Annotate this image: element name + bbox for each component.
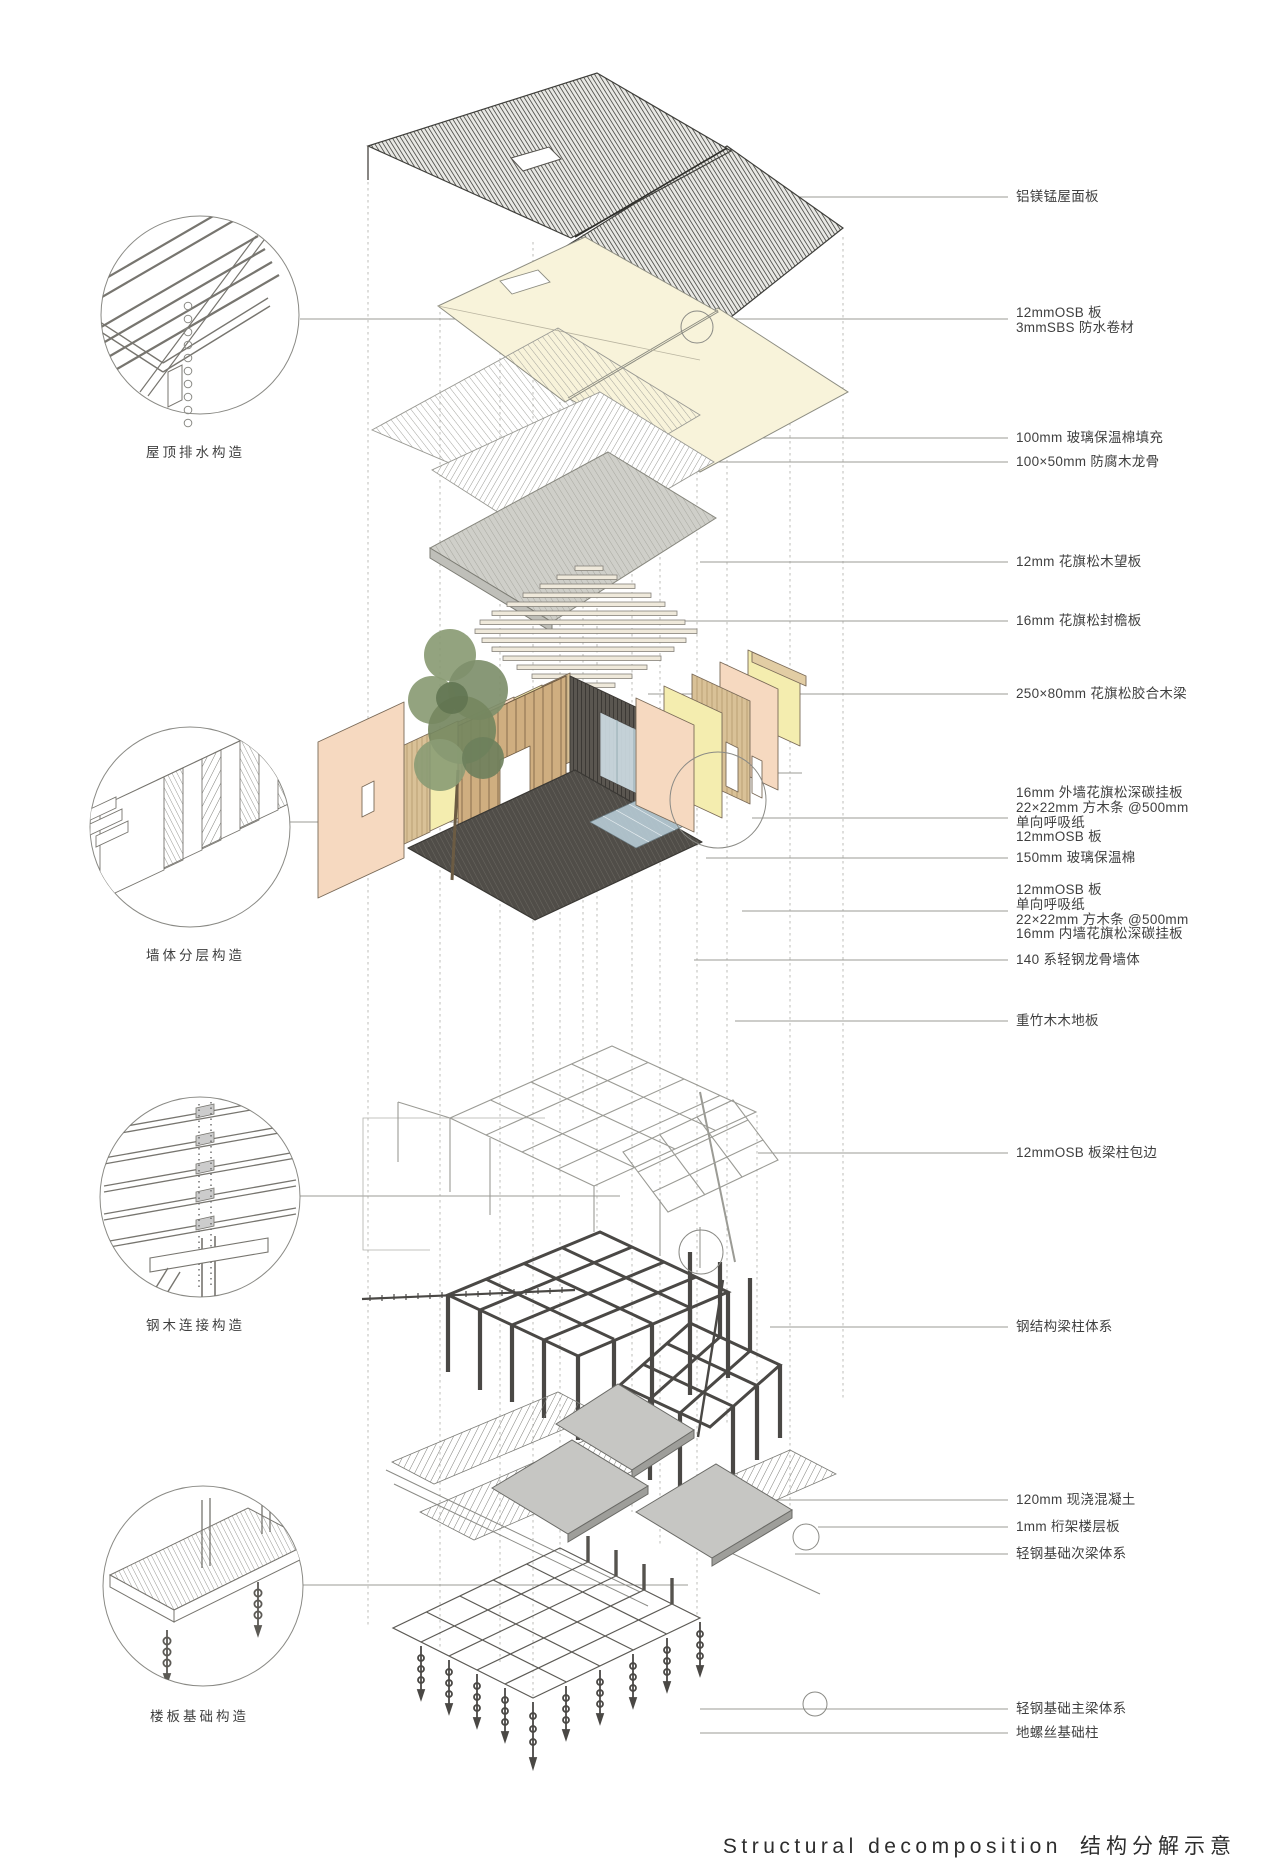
- annotation-label: 1mm 桁架楼层板: [1016, 1519, 1120, 1534]
- annotation-label: 轻钢基础次梁体系: [1016, 1546, 1127, 1561]
- annotation-label: 16mm 外墙花旗松深碳挂板 22×22mm 方木条 @500mm 单向呼吸纸 …: [1016, 785, 1189, 845]
- steel-columns: [445, 1292, 731, 1440]
- detail-callout-wall-layers: [89, 726, 291, 928]
- right-wall-panels: [635, 649, 807, 833]
- annotation-label: 100×50mm 防腐木龙骨: [1016, 454, 1160, 469]
- roof-skylight-opening: [510, 146, 562, 172]
- floor-slab-layer: [385, 1383, 837, 1607]
- annotation-label: 重竹木木地板: [1016, 1013, 1099, 1028]
- callout-label-wall-layers: 墙体分层构造: [146, 948, 245, 963]
- callout-label-floor-foundation: 楼板基础构造: [150, 1709, 249, 1724]
- annotation-label: 150mm 玻璃保温棉: [1016, 850, 1136, 865]
- foundation-main-beam-grid: [391, 1547, 702, 1699]
- house-level: [317, 629, 807, 921]
- glulam-beam-layer: [474, 565, 698, 697]
- osb-beam-column-wrap-layer: [397, 1045, 779, 1268]
- annotation-label: 12mm 花旗松木望板: [1016, 554, 1142, 569]
- detail-marker-circles: [669, 310, 828, 1717]
- detail-callout-steel-wood-connection: [99, 1096, 301, 1298]
- ground-screws: [416, 1622, 705, 1772]
- annotation-label: 12mmOSB 板梁柱包边: [1016, 1145, 1158, 1160]
- drawing-title-zh: 结构分解示意: [1080, 1835, 1236, 1858]
- detail-callout-roof-drainage: [100, 215, 300, 428]
- annotation-label: 140 系轻钢龙骨墙体: [1016, 952, 1141, 967]
- annotation-label: 100mm 玻璃保温棉填充: [1016, 430, 1164, 445]
- annotation-label: 12mmOSB 板 单向呼吸纸 22×22mm 方木条 @500mm 16mm …: [1016, 882, 1189, 942]
- foundation-layer: [391, 1536, 705, 1772]
- steel-frame-layer: [361, 1230, 783, 1498]
- foundation-stub-posts: [586, 1536, 674, 1604]
- drawing-title-en: Structural decomposition: [722, 1835, 1062, 1858]
- annotation-label: 250×80mm 花旗松胶合木梁: [1016, 686, 1187, 701]
- tree: [408, 629, 508, 881]
- annotation-label: 12mmOSB 板 3mmSBS 防水卷材: [1016, 305, 1135, 335]
- callout-label-steel-wood: 钢木连接构造: [146, 1318, 245, 1333]
- detail-callout-floor-foundation: [102, 1485, 304, 1687]
- callout-label-roof-drainage: 屋顶排水构造: [146, 445, 245, 460]
- annotation-label: 钢结构梁柱体系: [1016, 1319, 1113, 1334]
- annotation-label: 地螺丝基础柱: [1016, 1725, 1099, 1740]
- drawing-title: Structural decomposition 结构分解示意: [723, 1830, 1236, 1860]
- annotation-label: 16mm 花旗松封檐板: [1016, 613, 1142, 628]
- annotation-label: 铝镁锰屋面板: [1016, 189, 1099, 204]
- rain-chain: [183, 301, 193, 428]
- annotation-label: 轻钢基础主梁体系: [1016, 1701, 1127, 1716]
- concrete-slabs: [491, 1383, 793, 1567]
- osb-skylight-opening: [499, 269, 551, 295]
- annotation-label: 120mm 现浇混凝土: [1016, 1492, 1136, 1507]
